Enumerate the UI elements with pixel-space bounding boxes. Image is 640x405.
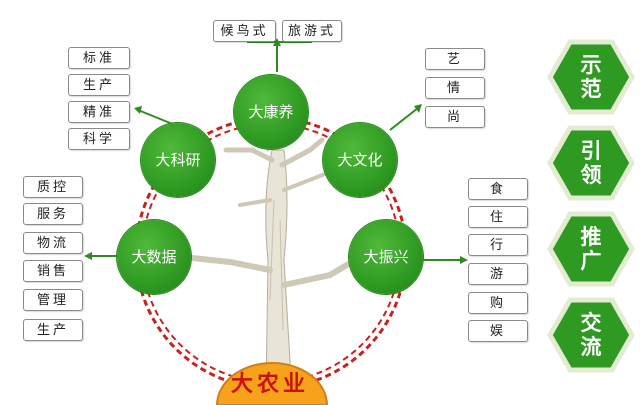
tag-top-2: 旅游式 [282,20,342,42]
badge-4-line2: 流 [580,335,602,359]
tag-right-lower-4: 游 [468,263,528,285]
badge-2-line1: 引 [580,139,602,163]
tag-right-lower-3: 行 [468,234,528,256]
base-mound [215,362,329,405]
connector-left-upper [137,109,176,126]
tag-left-upper-3: 精准 [68,101,130,123]
badge-1: 示 范 [549,42,633,112]
hub-right-upper: 大文化 [323,123,397,197]
connector-top [247,41,312,72]
hub-right-lower: 大振兴 [349,220,423,294]
tag-right-lower-2: 住 [468,206,528,228]
badge-1-line2: 范 [580,77,602,101]
badge-hexagons [547,39,635,373]
tag-right-upper-3: 尚 [425,106,485,128]
tag-right-lower-6: 娱 [468,320,528,342]
tag-left-lower-3: 物流 [23,232,83,254]
tag-top-1: 候鸟式 [213,20,276,42]
badge-3: 推 广 [549,214,633,284]
badge-2-line2: 领 [580,163,602,187]
tag-left-lower-5: 管理 [23,289,83,311]
tag-left-upper-2: 生产 [68,74,130,96]
badge-3-line1: 推 [580,225,602,249]
tag-left-lower-1: 质控 [23,176,83,198]
branch-upper-left [223,147,275,163]
badge-4: 交 流 [549,300,633,370]
tag-left-upper-1: 标准 [68,47,130,69]
tag-left-upper-4: 科学 [68,128,130,150]
badge-1-line1: 示 [580,53,602,77]
hub-left-lower: 大数据 [117,220,191,294]
tag-left-lower-4: 销售 [23,260,83,282]
badge-2: 引 领 [549,128,633,198]
badge-3-line2: 广 [580,249,602,273]
connector-right-upper [389,107,419,131]
tag-left-lower-2: 服务 [23,203,83,225]
tree-trunk [265,149,293,396]
branch-lower-right [281,259,355,288]
tag-left-lower-6: 生产 [23,319,83,341]
branch-lower-left [189,255,273,273]
hub-top: 大康养 [234,75,308,149]
branch-upper-right [279,137,325,168]
hub-left-upper: 大科研 [141,123,215,197]
tag-right-lower-1: 食 [468,178,528,200]
tag-right-upper-1: 艺 [425,48,485,70]
base-label: 大农业 [230,372,309,397]
tag-right-upper-2: 情 [425,77,485,99]
tag-right-lower-5: 购 [468,292,528,314]
badge-4-line1: 交 [580,311,602,335]
